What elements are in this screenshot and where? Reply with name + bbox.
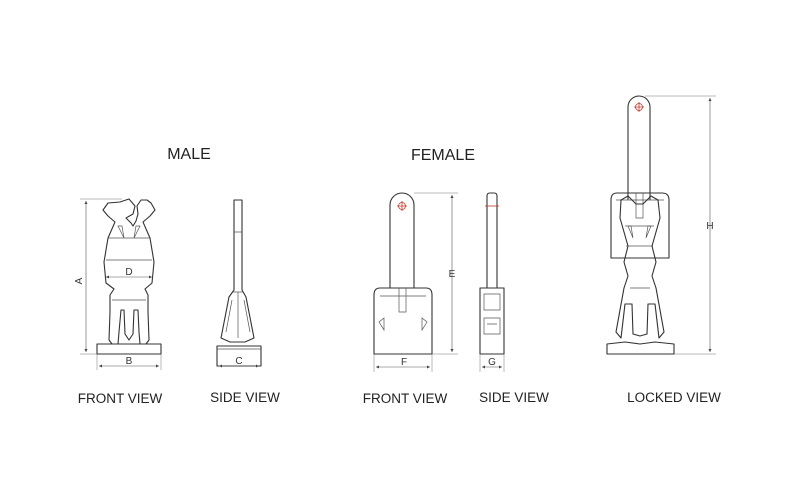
male-front-caption: FRONT VIEW	[78, 391, 163, 406]
dimension-g-label: G	[488, 357, 496, 368]
female-side-body	[479, 287, 505, 355]
male-front-base	[96, 343, 162, 355]
female-front-view: E F	[373, 192, 458, 372]
female-front-body	[373, 287, 433, 355]
female-side-tab	[486, 192, 498, 288]
female-front-caption: FRONT VIEW	[363, 391, 448, 406]
locked-base	[606, 341, 675, 355]
male-front-view: A D B	[74, 198, 162, 370]
female-side-view: G	[479, 192, 505, 372]
locked-male-clip	[615, 195, 665, 339]
locked-housing	[610, 192, 670, 259]
dimension-d-label: D	[125, 267, 132, 278]
male-side-caption: SIDE VIEW	[210, 390, 280, 405]
female-heading: FEMALE	[411, 147, 475, 164]
female-front-tab	[389, 192, 415, 288]
male-side-stem	[220, 199, 255, 343]
dimension-a-label: A	[74, 277, 85, 284]
male-heading: MALE	[167, 146, 211, 163]
male-side-view: C	[216, 199, 262, 368]
female-side-caption: SIDE VIEW	[479, 390, 549, 405]
locked-tab	[627, 95, 651, 200]
locked-view: H	[606, 95, 716, 355]
dimension-b-label: B	[126, 356, 133, 367]
locked-caption: LOCKED VIEW	[627, 390, 721, 405]
dimension-e-label: E	[449, 269, 456, 280]
dimension-c-label: C	[235, 356, 242, 367]
dimension-f-label: F	[401, 357, 407, 368]
dimension-h-label: H	[706, 221, 713, 232]
